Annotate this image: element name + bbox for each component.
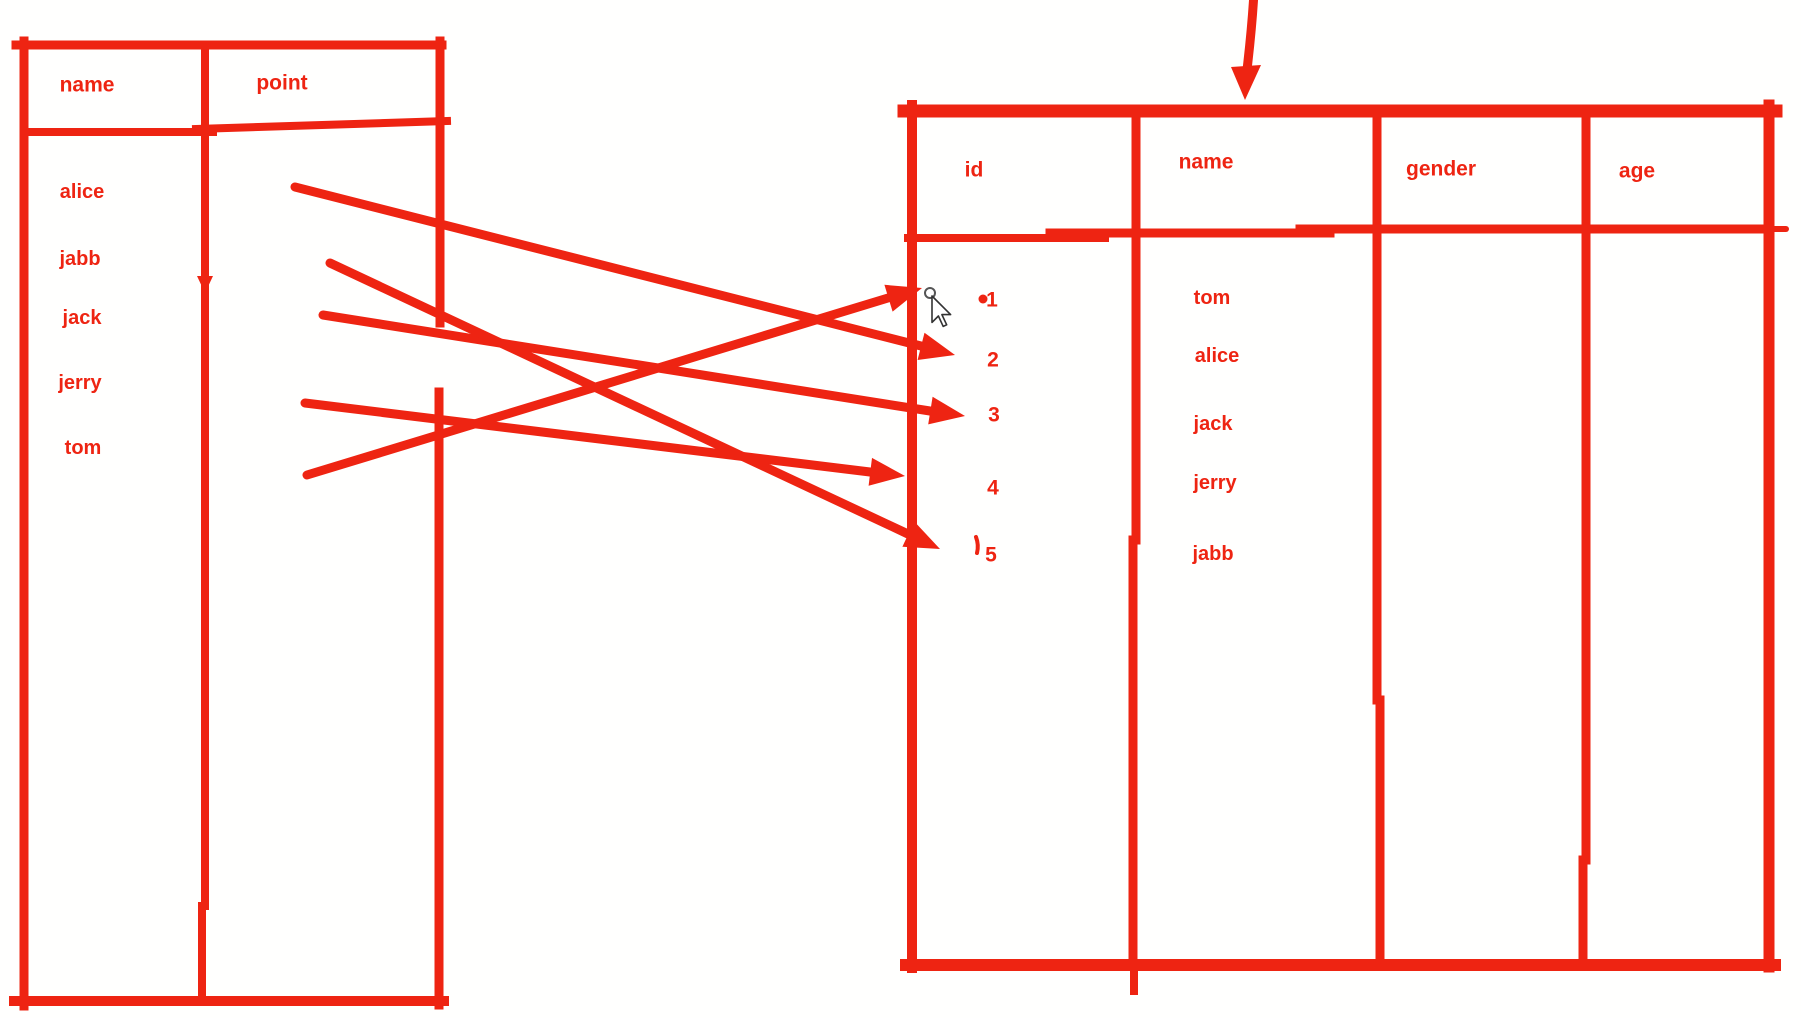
right-table bbox=[897, 99, 1789, 995]
arrow-tom-to-id1 bbox=[302, 284, 922, 480]
left-table-header-separator-right bbox=[191, 116, 452, 134]
arrow-shaft bbox=[318, 310, 935, 416]
arrow-shaft bbox=[1242, 0, 1259, 75]
pointer-arrows bbox=[290, 182, 965, 549]
right-row-3-id: 3 bbox=[988, 403, 1000, 427]
arrow-alice-to-id2 bbox=[290, 182, 955, 360]
left-row-jerry: jerry bbox=[58, 372, 102, 394]
divider-nub bbox=[197, 276, 213, 293]
left-row-alice: alice bbox=[59, 181, 105, 203]
arrowhead bbox=[917, 332, 955, 360]
right-row-4-id: 4 bbox=[987, 476, 999, 500]
arrow-jabb-to-id5 bbox=[325, 258, 940, 549]
right-table-header-gender: gender bbox=[1405, 157, 1477, 181]
right-row-3-name: jack bbox=[1193, 413, 1233, 435]
mouse-cursor bbox=[924, 287, 952, 328]
left-row-jack: jack bbox=[62, 307, 102, 329]
right-row-1-id: 1 bbox=[986, 288, 998, 312]
arrow-shaft bbox=[290, 182, 926, 351]
right-row-1-name: tom bbox=[1193, 287, 1231, 309]
arrowhead bbox=[868, 457, 905, 486]
left-table bbox=[9, 36, 452, 1011]
top-down-arrow bbox=[1231, 0, 1261, 100]
tick-before-id5 bbox=[974, 535, 980, 555]
dot-before-id1 bbox=[978, 294, 988, 304]
arrow-shaft bbox=[325, 258, 913, 539]
right-row-4-name: jerry bbox=[1193, 472, 1237, 494]
right-row-2-id: 2 bbox=[987, 348, 999, 372]
left-table-header-point: point bbox=[256, 71, 308, 95]
left-row-jabb: jabb bbox=[59, 248, 101, 270]
right-row-5-id: 5 bbox=[985, 543, 997, 567]
arrow-jerry-to-id4 bbox=[300, 398, 905, 486]
arrowhead bbox=[928, 396, 965, 425]
arrowhead bbox=[1231, 65, 1261, 100]
right-row-5-name: jabb bbox=[1192, 543, 1234, 565]
arrow-pointer-icon bbox=[931, 295, 952, 328]
left-table-header-name: name bbox=[59, 73, 115, 97]
right-table-header-id: id bbox=[964, 158, 984, 182]
right-table-header-age: age bbox=[1618, 159, 1656, 183]
left-row-tom: tom bbox=[64, 437, 102, 459]
arrowhead bbox=[884, 284, 922, 312]
arrow-shaft bbox=[300, 398, 875, 477]
arrowhead bbox=[902, 521, 940, 549]
right-table-header-name: name bbox=[1178, 150, 1234, 174]
right-row-2-name: alice bbox=[1194, 345, 1240, 367]
arrow-jack-to-id3 bbox=[318, 310, 965, 425]
